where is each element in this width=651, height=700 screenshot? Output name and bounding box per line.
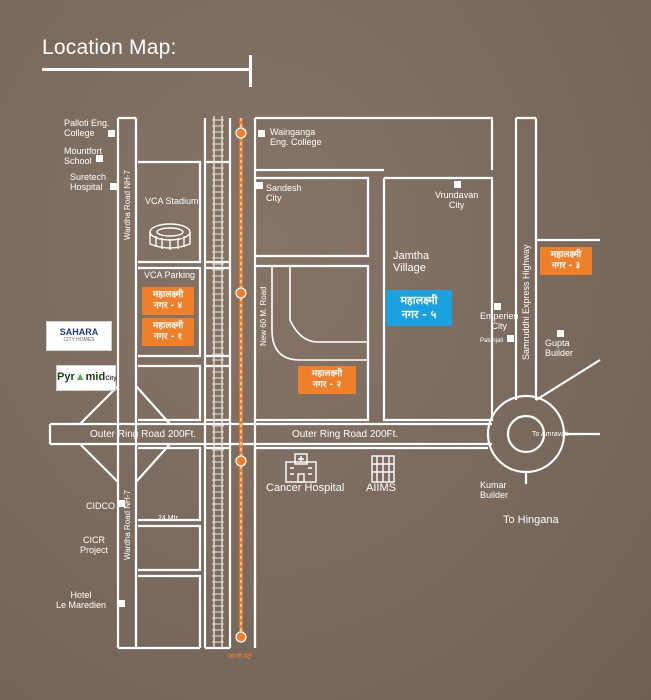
label-new60: New 60 M. Road: [259, 286, 268, 346]
project-nagar-3: महालक्ष्मी नगर - ३: [540, 247, 592, 275]
project-nagar-2: महालक्ष्मी नगर - २: [298, 366, 356, 394]
label-jamtha: Jamtha Village: [393, 250, 430, 274]
label-suretech: Suretech Hospital: [70, 172, 107, 192]
label-vca-parking: VCA Parking: [144, 270, 196, 280]
label-to-amravati: To Amravati: [532, 431, 569, 438]
metro-station-icon: [235, 127, 247, 139]
label-cidco: CIDCO: [86, 501, 115, 511]
aiims-building-icon: [371, 455, 395, 483]
landmark-marker: [557, 330, 564, 337]
pyramid-logo: Pyr▲midCity: [56, 365, 117, 391]
project-nagar-5: महालक्ष्मी नगर - ५: [386, 290, 452, 326]
label-wainganga: Wainganga Eng. College: [270, 127, 322, 147]
label-vrundavan: Vrundavan City: [435, 190, 479, 210]
landmark-marker: [96, 155, 103, 162]
label-to-hingana: To Hingana: [503, 514, 559, 526]
landmark-marker: [454, 181, 461, 188]
metro-station-icon: [235, 455, 247, 467]
landmark-marker: [258, 130, 265, 137]
title-tick: [249, 55, 252, 87]
page-title: Location Map:: [42, 36, 177, 59]
label-kumar: Kumar Builder: [480, 480, 509, 500]
stadium-icon: [149, 223, 191, 250]
label-wardha-top: Wardha Road NH-7: [123, 170, 132, 240]
label-palloti: Palloti Eng. College: [64, 118, 110, 138]
landmark-marker: [118, 500, 125, 507]
label-outer-right: Outer Ring Road 200Ft.: [292, 429, 399, 440]
label-gupta: Gupta Builder: [545, 338, 574, 358]
landmark-marker: [256, 182, 263, 189]
pyramid-triangle-icon: ▲: [74, 371, 86, 383]
label-samruddhi: Samruddhi Express Highway: [521, 244, 531, 360]
hospital-icon: [285, 453, 317, 483]
landmark-marker: [494, 303, 501, 310]
label-cancer-hospital: Cancer Hospital: [266, 482, 345, 494]
project-nagar-4: महालक्ष्मी नगर - ४: [142, 287, 194, 315]
railway-track-icon: [213, 116, 223, 648]
label-patanjali: Patanjali: [480, 338, 504, 344]
sahara-logo: SAHARA CITY HOMES: [46, 321, 112, 351]
label-wardha-bottom: Wardha Road NH-7: [123, 490, 132, 560]
landmark-marker: [108, 130, 115, 137]
title-underline: [42, 68, 252, 71]
label-sandesh: Sandesh City: [266, 183, 302, 203]
metro-station-icon: [235, 287, 247, 299]
label-metro-end: खापरी मेट्रो: [228, 654, 252, 660]
metro-station-icon: [235, 631, 247, 643]
label-vca-stadium: VCA Stadium: [145, 196, 199, 206]
project-nagar-1: महालक्ष्मी नगर - १: [142, 318, 194, 346]
label-outer-left: Outer Ring Road 200Ft.: [90, 429, 197, 440]
landmark-marker: [110, 183, 117, 190]
label-emperien: Emperien City: [480, 311, 519, 331]
landmark-marker: [118, 600, 125, 607]
landmark-marker: [507, 335, 514, 342]
label-24mtr: 24 Mtr.: [158, 515, 180, 522]
label-mountfort: Mountfort School: [64, 146, 103, 166]
label-hotel: Hotel Le Maredien: [56, 590, 107, 610]
label-aiims: AIIMS: [366, 482, 396, 494]
label-cicr: CICR Project: [80, 535, 109, 555]
